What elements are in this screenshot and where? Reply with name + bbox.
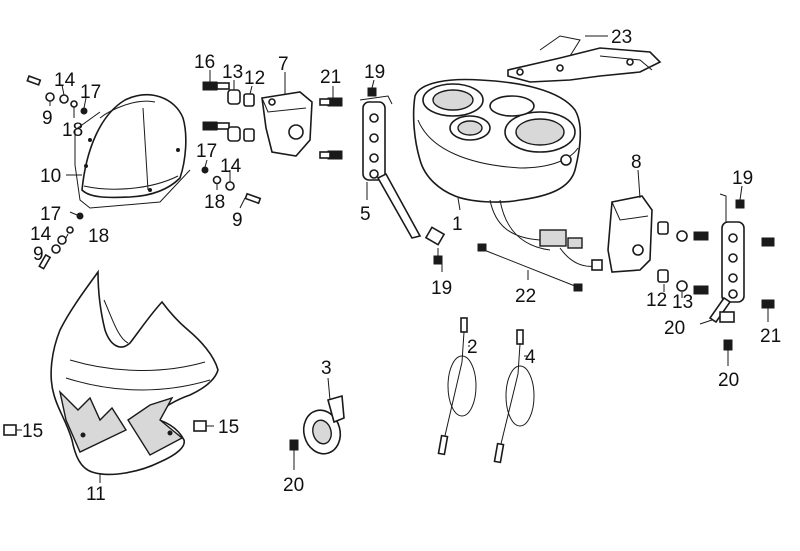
callout-15-right: 15 [218,417,239,438]
horn-part [302,394,345,455]
callout-17-top: 17 [80,82,101,103]
callout-9-right: 9 [232,210,243,231]
callout-23: 23 [611,27,632,48]
callout-8: 8 [631,152,642,173]
callout-3: 3 [321,358,332,379]
screws-22 [477,243,583,292]
bracket-plate-part [261,91,313,157]
callout-20-bottom: 20 [718,370,739,391]
callout-13-right: 13 [672,292,693,313]
windscreen-part [81,94,187,199]
front-cowl-part [50,269,219,476]
cowl-screw-right [193,420,214,432]
callout-12-top: 12 [244,68,265,89]
callout-20-horn: 20 [283,475,304,496]
windscreen-hardware-bottom [38,211,84,270]
windscreen-hardware-right [201,159,262,209]
tachometer-cable-part [493,329,535,464]
callout-19-right: 19 [732,168,753,189]
callout-14-bottom: 14 [30,224,52,245]
callout-15-left: 15 [22,421,43,442]
callout-13-top: 13 [222,62,243,83]
callout-19-mid: 19 [431,278,452,299]
callout-7: 7 [278,54,289,75]
bolt-pair-21 [319,86,343,160]
callout-18-right: 18 [204,192,225,213]
callout-17-right: 17 [196,141,217,162]
windscreen-bracket-line [74,111,191,209]
callout-20-right: 20 [664,318,685,339]
right-stay-part [708,193,745,324]
screw-19-right [735,185,745,209]
callout-18-top: 18 [62,120,83,141]
callout-4: 4 [525,347,536,368]
callout-22: 22 [515,286,536,307]
callout-18-bottom: 18 [88,226,109,247]
screw-19-mid [433,248,443,265]
callout-1: 1 [452,214,463,235]
callout-9-top: 9 [42,108,53,129]
callout-11: 11 [86,484,106,505]
callout-10: 10 [40,166,61,187]
callout-19-top: 19 [364,62,385,83]
windscreen-hardware-top [26,75,88,118]
mounting-stay-part [359,95,446,246]
screw-20-horn [289,439,299,470]
callout-21-top: 21 [320,67,341,88]
callout-16: 16 [194,52,215,73]
screw-19-top [367,79,377,97]
callout-14-right: 14 [220,156,242,177]
callout-2: 2 [467,337,478,358]
callout-21-right: 21 [760,326,781,347]
callout-5: 5 [360,204,371,225]
rear-bracket-part [607,195,653,273]
callout-9-bottom: 9 [33,244,44,265]
speedometer-cable-part [437,317,477,456]
cowl-screw-left [3,424,22,436]
screw-20-right [723,339,733,366]
mount-hardware-group [202,70,255,142]
callout-17-bottom: 17 [40,204,61,225]
instrument-cluster-part [412,78,582,203]
callout-12-right: 12 [646,290,667,311]
cluster-wiring [489,199,603,271]
top-bracket-part [507,35,662,83]
bolts-21-right [761,237,775,322]
callout-14-top: 14 [54,70,76,91]
mount-hardware-right [657,221,709,298]
